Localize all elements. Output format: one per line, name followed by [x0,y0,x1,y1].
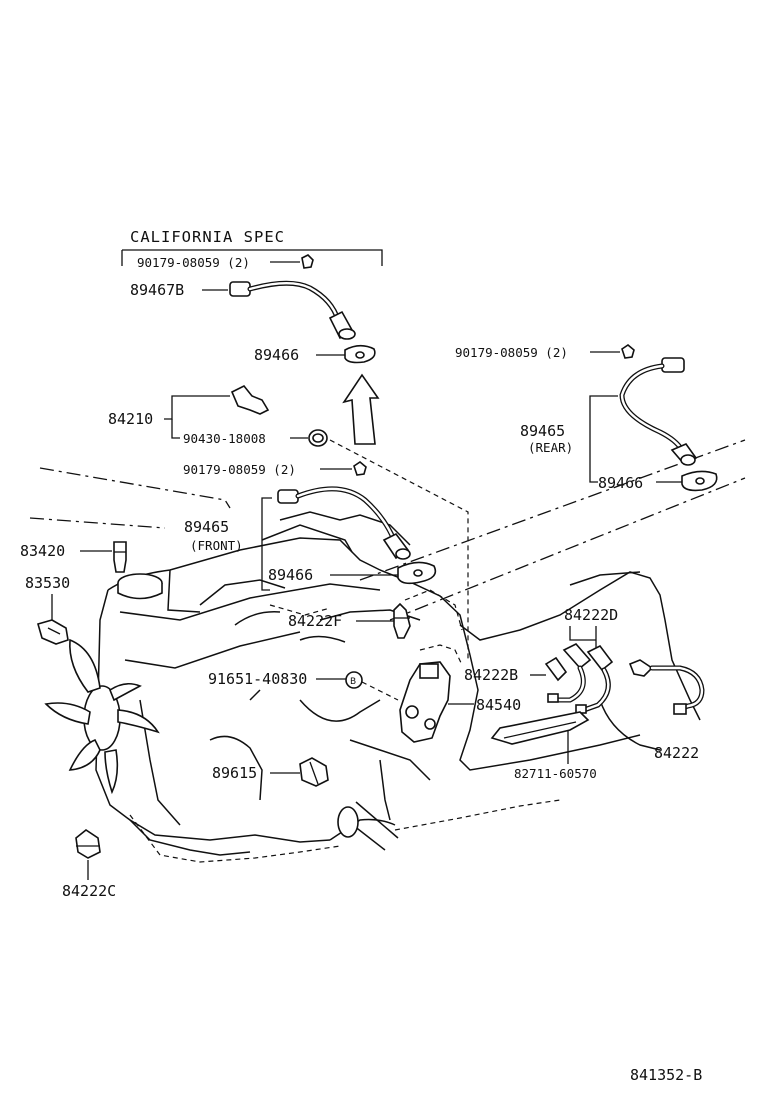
p84222-label: 84222 [654,744,699,762]
p84540-label: 84540 [476,696,521,714]
p91651-bolt-icon [345,671,363,689]
part-84222-group: 84222 [628,659,705,762]
p84222-connector-icon [673,703,687,715]
cooling-fan [44,638,160,795]
front-note-label: (FRONT) [190,538,243,553]
p84222F-label: 84222F [288,612,342,630]
part-84222F-group: 84222F [288,602,411,639]
p84210-label: 84210 [108,410,153,428]
engine-block [29,439,746,863]
p84222B-switch-icon [544,656,568,682]
cal-gasket-label: 89466 [254,346,299,364]
p84222D-switch-icon [562,643,592,670]
part-83420-group: 83420 [20,541,127,573]
part-84540-group: 91651-40830 B 84540 [208,661,521,743]
front-sensor-label: 89465 [184,518,229,536]
p82711-bracket-icon [490,711,590,745]
california-arrow-icon [342,373,380,445]
p83420-label: 83420 [20,542,65,560]
p89615-label: 89615 [212,764,257,782]
cal-sensor-connector-icon [229,281,251,297]
p83420-sender-icon [113,541,127,573]
rear-bolt-icon [621,344,635,359]
p84210-switch-icon [230,384,270,415]
p84222F-switch-icon [393,602,411,639]
california-spec-title: CALIFORNIA SPEC [130,228,285,246]
rear-gasket-label: 89466 [598,474,643,492]
diagram-id: 841352-B [630,1066,702,1084]
part-82711-group: 82711-60570 [490,711,597,781]
p84222-switch-icon [628,659,654,677]
p84222D-label: 84222D [564,606,618,624]
part-84210-group: 84210 90430-18008 [108,384,328,447]
p83530-switch-icon [37,619,69,645]
cal-bolt-label: 90179-08059 (2) [137,255,250,270]
svg-text:B: B [350,677,356,687]
front-sensor-connector-icon [277,489,299,504]
rear-note-label: (REAR) [528,440,573,455]
cal-bolt-icon [301,254,314,269]
california-spec-group: CALIFORNIA SPEC 90179-08059 (2) 89467B 8… [121,228,383,445]
p84222D-switch2-icon [586,644,614,672]
p91651-label: 91651-40830 [208,670,307,688]
front-bolt-icon [353,461,367,476]
p83530-label: 83530 [25,574,70,592]
rear-sensor-group: 90179-08059 (2) 89465 (REAR) 89466 [455,344,718,492]
p84222C-label: 84222C [62,882,116,900]
p90430-label: 90430-18008 [183,431,266,446]
p84222D-connector-icon [547,693,559,703]
part-83530-group: 83530 [25,574,70,645]
p84222C-switch-icon [75,829,101,859]
p82711-label: 82711-60570 [514,766,597,781]
part-84222D-group: 84222D 84222B [464,606,618,714]
part-84222C-group: 84222C [62,829,116,900]
part-89615-group: 89615 [212,757,329,787]
p84222B-label: 84222B [464,666,518,684]
cal-sensor-label: 89467B [130,281,184,299]
front-sensor-group: 90179-08059 (2) 89465 (FRONT) 89466 [183,439,469,660]
rear-sensor-label: 89465 [520,422,565,440]
rear-sensor-connector-icon [661,357,685,373]
p84540-sensor-icon [399,661,451,743]
rear-bolt-label: 90179-08059 (2) [455,345,568,360]
front-gasket-label: 89466 [268,566,313,584]
front-bolt-label: 90179-08059 (2) [183,462,296,477]
